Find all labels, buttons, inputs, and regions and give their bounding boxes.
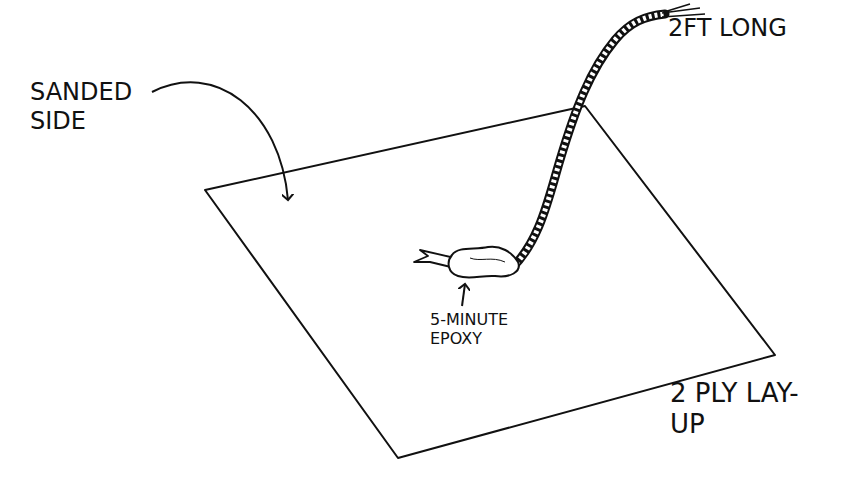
- epoxy-blob: [449, 247, 519, 278]
- epoxy-texture: [470, 258, 505, 262]
- annotation-label: 5-MINUTE EPOXY: [430, 310, 525, 348]
- wire-braid: [512, 14, 665, 268]
- annotation-label: SANDED SIDE: [30, 78, 155, 136]
- annotation-label: 2FT LONG: [668, 14, 848, 43]
- leader-arrow: [462, 284, 465, 306]
- leader-arrow: [152, 82, 288, 200]
- annotation-label: 2 PLY LAY-UP: [670, 378, 800, 440]
- wire-outline: [512, 14, 665, 268]
